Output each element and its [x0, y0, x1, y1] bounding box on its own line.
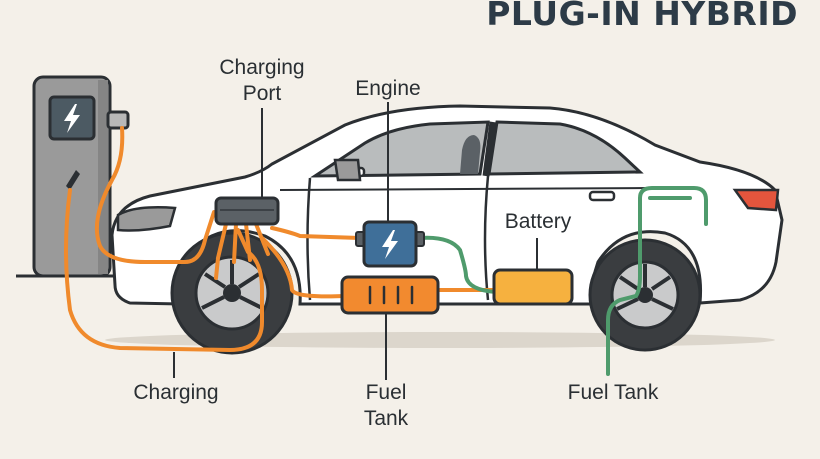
fuel-tank-center — [340, 275, 440, 315]
rear-wheel — [588, 238, 702, 352]
cable-port-to-engine — [270, 226, 362, 240]
front-rim-spokes — [201, 260, 263, 310]
cable-port-down-1 — [214, 222, 228, 280]
charger-side-panel — [98, 80, 108, 274]
body-crease — [279, 187, 651, 191]
orange-cables — [64, 126, 498, 353]
fuel-tank-box — [340, 275, 440, 315]
window-pillar — [482, 121, 497, 177]
front-window — [487, 120, 644, 176]
green-lines — [418, 186, 708, 376]
label-charging-port: Charging Port — [212, 55, 312, 107]
cable-port-down-3 — [244, 222, 252, 262]
cable-port-down-4 — [254, 222, 270, 256]
engine — [355, 220, 425, 268]
rear-hub — [637, 287, 653, 303]
cable-port-down-2 — [232, 222, 238, 264]
cable-charger-to-port — [94, 126, 216, 264]
label-fuel-tank-right: Fuel Tank — [567, 381, 659, 404]
door-line — [306, 177, 312, 301]
lightning-bolt-icon — [64, 104, 80, 133]
side-mirror — [333, 158, 362, 182]
diagram-title: PLUG-IN HYBRID — [486, 0, 798, 33]
charger-arm — [106, 110, 130, 130]
headlight — [116, 206, 177, 232]
door-handle-front — [588, 190, 616, 202]
front-hub — [223, 284, 241, 302]
label-charging-port-line1: Charging — [219, 56, 305, 79]
leader-lines — [173, 102, 538, 380]
charging-port — [214, 196, 280, 226]
label-engine: Engine — [355, 77, 421, 100]
cable-port-to-tank — [260, 236, 347, 299]
label-charging: Charging — [133, 381, 219, 404]
driver-silhouette — [460, 135, 481, 174]
door-line-middle — [483, 175, 490, 301]
label-fuel-tank-center-line2: Tank — [363, 407, 409, 430]
taillight — [732, 188, 780, 212]
charging-station — [32, 75, 130, 278]
label-fuel-tank-center-line1: Fuel — [365, 381, 407, 404]
rear-rim-spokes — [616, 264, 674, 311]
battery-box — [492, 268, 574, 306]
label-charging-port-line2: Port — [242, 82, 282, 105]
plug-icon — [66, 170, 80, 190]
label-battery: Battery — [504, 210, 572, 233]
label-fuel-tank-center: Fuel Tank — [356, 380, 416, 432]
engine-to-battery-line — [418, 235, 498, 294]
fuel-tank-line — [606, 186, 708, 376]
cable-plug-loop — [64, 188, 264, 353]
lightning-bolt-icon — [382, 230, 398, 259]
